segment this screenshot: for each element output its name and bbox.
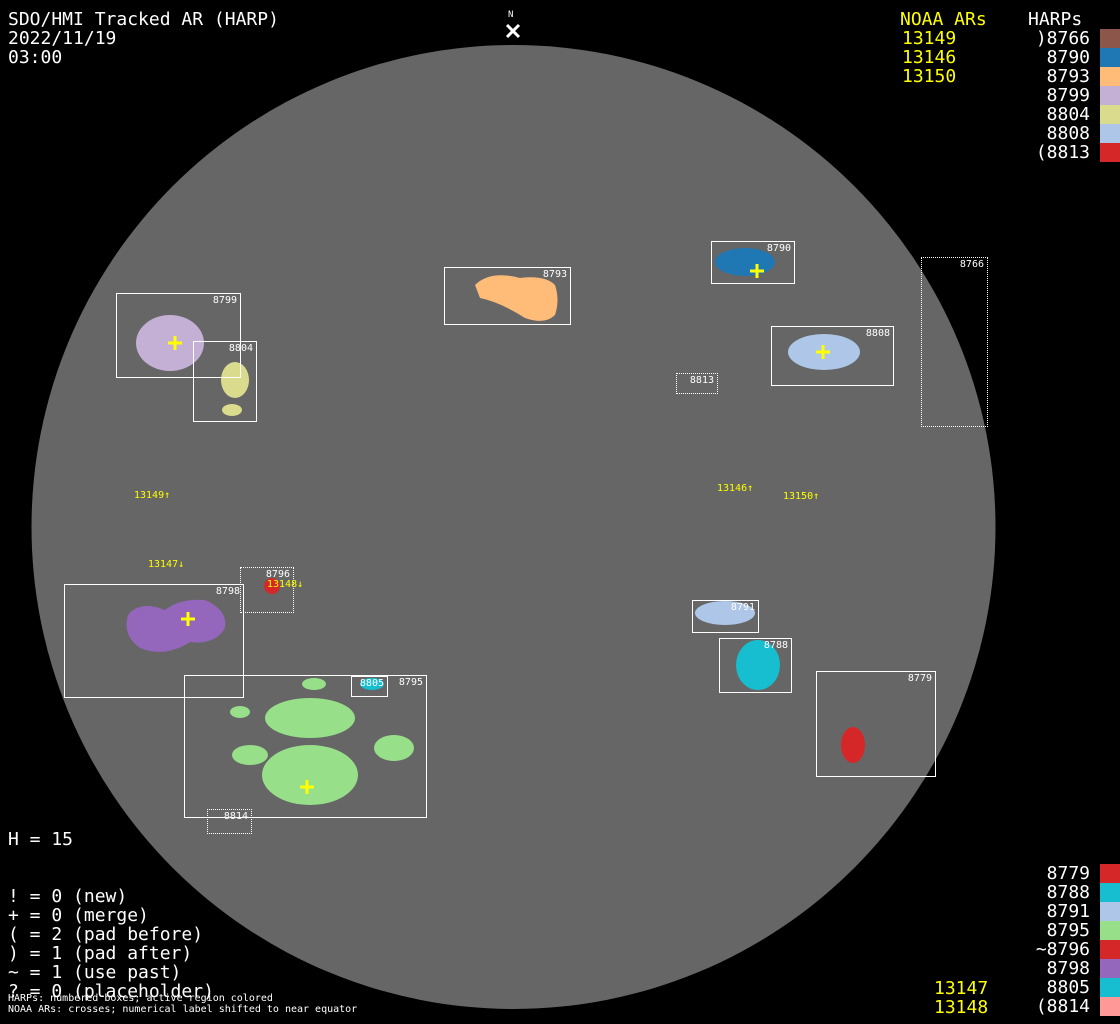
north-marker-icon: [505, 23, 521, 39]
noaa-label: 13150↑: [783, 491, 820, 502]
noaa-label: 13148↓: [267, 579, 304, 590]
color-swatch: [1100, 86, 1120, 105]
harp-box: 8795: [184, 675, 427, 818]
harp-box: 8793: [444, 267, 571, 325]
color-swatch: [1100, 143, 1120, 162]
noaa-label: 13146↑: [717, 483, 754, 494]
harp-box: 8790: [711, 241, 795, 284]
region-8798: [126, 599, 226, 652]
harp-box: 8798: [64, 584, 244, 698]
harp-id: (8813: [1035, 142, 1090, 163]
color-swatch: [1100, 997, 1120, 1016]
harp-box: 8766: [921, 257, 988, 427]
color-swatch: [1100, 959, 1120, 978]
region-8795: [230, 678, 414, 805]
color-swatch: [1100, 67, 1120, 86]
harp-legend-row: 8788: [910, 882, 1120, 903]
active-regions: [126, 248, 865, 805]
harp-id: )8766: [1035, 28, 1090, 49]
color-swatch: [1100, 29, 1120, 48]
harp-legend-row: 8790: [910, 47, 1120, 68]
color-swatch: [1100, 48, 1120, 67]
title: SDO/HMI Tracked AR (HARP): [8, 9, 279, 30]
harp-id: 8790: [1046, 47, 1090, 68]
harp-id: 8808: [1046, 123, 1090, 144]
region-8788: [736, 640, 780, 690]
note-noaa: NOAA ARs: crosses; numerical label shift…: [8, 1004, 358, 1015]
region-8791: [695, 601, 755, 625]
harp-legend-row: 8791: [910, 901, 1120, 922]
noaa-label: 13147↓: [148, 559, 185, 570]
harp-box: 8813: [676, 373, 718, 394]
time: 03:00: [8, 47, 63, 68]
date: 2022/11/19: [8, 28, 117, 49]
harp-box: 8804: [193, 341, 257, 422]
noaa-header: NOAA ARs: [900, 9, 987, 30]
harp-id: 8805: [1046, 977, 1090, 998]
harp-box: 8788: [719, 638, 792, 693]
harp-box: 8791: [692, 600, 759, 633]
harp-id: 8791: [1046, 901, 1090, 922]
region-8804a: [221, 362, 249, 398]
region-8793: [475, 275, 558, 321]
noaa-label: 13149↑: [134, 490, 171, 501]
harp-legend-row: 8795: [910, 920, 1120, 941]
harp-box: 8808: [771, 326, 894, 386]
harp-id: (8814: [1035, 996, 1090, 1017]
harp-legend-row: 8804: [910, 104, 1120, 125]
harp-id: 8804: [1046, 104, 1090, 125]
harp-id: ~8796: [1035, 939, 1090, 960]
harps-header: HARPs: [1028, 9, 1083, 30]
color-swatch: [1100, 124, 1120, 143]
harp-box: 8799: [116, 293, 241, 378]
region-8804b: [222, 404, 242, 416]
noaa-crosses: [168, 264, 830, 794]
harp-box: 8779: [816, 671, 936, 777]
harp-legend-row: ~8796: [910, 939, 1120, 960]
color-swatch: [1100, 921, 1120, 940]
stats-list: ! = 0 (new)+ = 0 (merge)( = 2 (pad befor…: [8, 886, 214, 1002]
color-swatch: [1100, 883, 1120, 902]
harp-box: 8796: [240, 567, 294, 613]
harp-count: H = 15: [8, 829, 74, 850]
harp-legend-row: 8799: [910, 85, 1120, 106]
note-harps: HARPs: numbered boxes; active region col…: [8, 993, 273, 1004]
harp-legend-row: (8813: [910, 142, 1120, 163]
harp-legend-row: 8793: [910, 66, 1120, 87]
color-swatch: [1100, 940, 1120, 959]
harp-legend-row: (8814: [910, 996, 1120, 1017]
harp-box: 8805: [351, 676, 388, 697]
harp-id: 8788: [1046, 882, 1090, 903]
region-8790: [715, 248, 775, 276]
color-swatch: [1100, 902, 1120, 921]
region-8805: [360, 678, 384, 690]
color-swatch: [1100, 978, 1120, 997]
color-swatch: [1100, 105, 1120, 124]
harp-id: 8779: [1046, 863, 1090, 884]
harp-id: 8799: [1046, 85, 1090, 106]
harp-legend-row: 8808: [910, 123, 1120, 144]
region-8779: [841, 727, 865, 763]
color-swatch: [1100, 864, 1120, 883]
harp-id: 8798: [1046, 958, 1090, 979]
harp-id: 8793: [1046, 66, 1090, 87]
north-label: N: [508, 10, 514, 20]
harp-legend-row: 8805: [910, 977, 1120, 998]
harp-legend-row: 8798: [910, 958, 1120, 979]
harp-legend-row: )8766: [910, 28, 1120, 49]
harp-box: 8814: [207, 809, 252, 834]
harp-legend-row: 8779: [910, 863, 1120, 884]
harp-id: 8795: [1046, 920, 1090, 941]
region-8796: [264, 578, 280, 594]
